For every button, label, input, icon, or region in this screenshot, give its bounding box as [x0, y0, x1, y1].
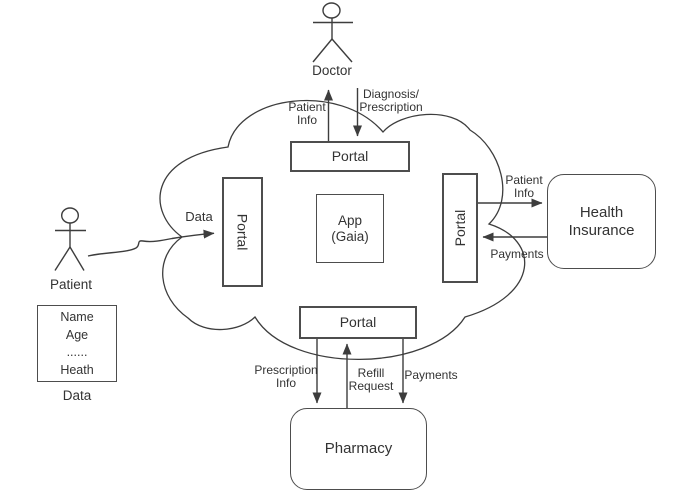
- patient-label: Patient: [49, 277, 93, 292]
- data-box-caption: Data: [62, 388, 92, 403]
- node-data-box: Name Age ...... Heath: [37, 305, 117, 382]
- node-pharmacy: Pharmacy: [290, 408, 427, 490]
- node-portal-top-label: Portal: [331, 148, 369, 165]
- node-health-insurance-label: Health Insurance: [568, 204, 635, 239]
- edge-label-refill-request: Refill Request: [348, 366, 394, 394]
- edge-label-patient-data: Data: [185, 209, 213, 224]
- data-box-line: Name: [60, 310, 94, 324]
- arrow-patient-data-to-portal: [87, 229, 215, 257]
- node-portal-right: Portal: [442, 173, 478, 283]
- edge-label-payments-insurance: Payments: [490, 247, 544, 261]
- patient-stick-figure-icon: [54, 207, 86, 271]
- node-pharmacy-label: Pharmacy: [324, 440, 393, 458]
- node-health-insurance: Health Insurance: [547, 174, 656, 269]
- data-box-line: Age: [65, 327, 89, 342]
- data-box-line: ......: [66, 345, 88, 359]
- node-app-gaia-label: App (Gaia): [331, 212, 369, 244]
- edge-label-diagnosis-prescription: Diagnosis/ Prescription: [359, 87, 423, 115]
- data-box-line: Heath: [60, 362, 94, 377]
- node-portal-left-label: Portal: [234, 213, 251, 251]
- edge-label-patient-info-right: Patient Info: [505, 173, 543, 201]
- node-portal-right-label: Portal: [451, 209, 468, 247]
- node-portal-top: Portal: [290, 141, 410, 172]
- edge-label-payments-pharmacy: Payments: [404, 368, 458, 382]
- edge-label-prescription-info: Prescription Info: [254, 363, 318, 391]
- edge-label-patient-info-up: Patient Info: [288, 100, 326, 128]
- cloud-boundary-icon: [159, 100, 526, 360]
- node-portal-left: Portal: [222, 177, 263, 287]
- node-portal-bottom: Portal: [299, 306, 417, 339]
- node-portal-bottom-label: Portal: [339, 314, 377, 331]
- doctor-stick-figure-icon: [312, 2, 353, 63]
- doctor-label: Doctor: [312, 63, 352, 78]
- node-app-gaia: App (Gaia): [316, 194, 384, 263]
